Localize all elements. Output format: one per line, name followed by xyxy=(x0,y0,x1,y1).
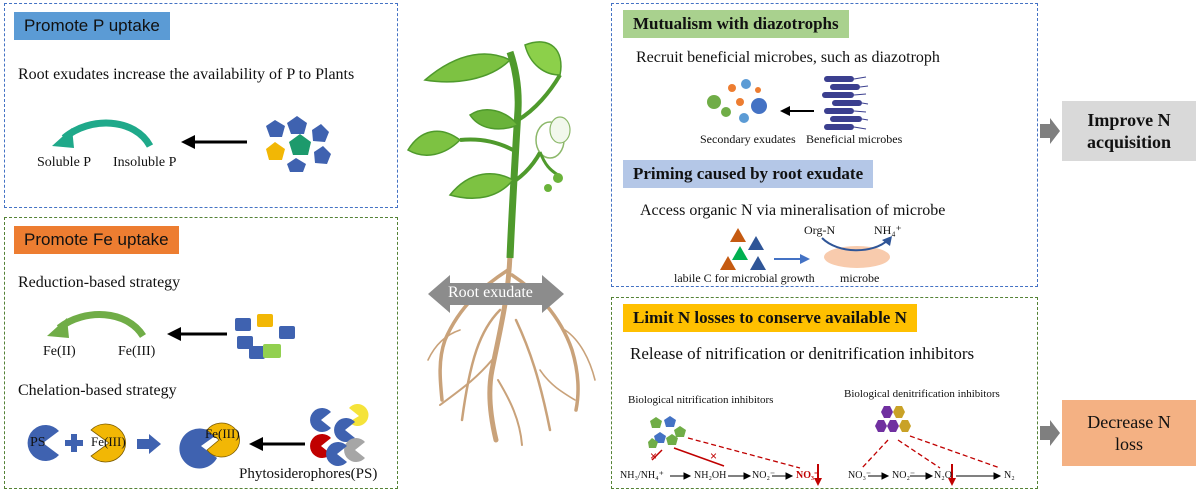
limit-n-title: Limit N losses to conserve available N xyxy=(623,304,917,332)
priming-title: Priming caused by root exudate xyxy=(623,160,874,188)
root-exudate-double-arrow xyxy=(428,275,564,313)
p-uptake-title: Promote P uptake xyxy=(14,12,170,40)
nh4-label: NH₄⁺ xyxy=(874,223,902,237)
insoluble-p-cluster-icon xyxy=(266,116,331,172)
improve-arrow xyxy=(1040,118,1060,144)
decrease-arrow xyxy=(1040,420,1060,446)
nh2oh-label: NH₂OH xyxy=(694,470,727,481)
n-acquisition-panel: Mutualism with diazotrophs Recruit benef… xyxy=(611,3,1038,287)
improve-n-box: Improve N acquisition xyxy=(1062,101,1196,161)
inhibition-lines: × × xyxy=(650,435,1002,486)
phytosiderophore-cluster-icon xyxy=(310,404,369,466)
n2o-label: N₂O xyxy=(934,470,952,481)
limit-n-description: Release of nitrification or denitrificat… xyxy=(630,344,975,363)
beneficial-microbes-icon xyxy=(822,76,869,130)
reduction-strategy-title: Reduction-based strategy xyxy=(18,274,181,291)
block-mark-2: × xyxy=(710,449,717,463)
microbe-ellipse-icon xyxy=(824,246,890,268)
decrease-n-box: Decrease N loss xyxy=(1062,400,1196,466)
secondary-exudates-icon xyxy=(707,79,767,123)
priming-right-arrow xyxy=(774,254,810,264)
fe3-chelate-label-b: Fe(III) xyxy=(205,426,240,441)
chelate-complex-icon xyxy=(179,422,240,469)
plant-illustration xyxy=(406,41,596,446)
labile-c-triangles-icon xyxy=(720,228,766,270)
mutualism-title: Mutualism with diazotrophs xyxy=(623,10,849,38)
bdi-hexagons-icon xyxy=(875,406,911,432)
labile-c-label: labile C for microbial growth xyxy=(674,271,815,285)
n2-label: N₂ xyxy=(1004,470,1015,481)
org-n-label: Org-N xyxy=(804,223,836,237)
fe-reduction-left-arrow xyxy=(167,327,227,341)
p-uptake-panel: Promote P uptake Root exudates increase … xyxy=(4,3,398,208)
limit-n-loss-panel: Limit N losses to conserve available N R… xyxy=(611,297,1038,489)
fe-squares-icon xyxy=(235,314,295,359)
improve-n-label: Improve N acquisition xyxy=(1086,110,1172,152)
nh3-label: NH₃/NH₄⁺ xyxy=(620,470,664,481)
insoluble-p-label: Insoluble P xyxy=(113,155,177,170)
priming-description: Access organic N via mineralisation of m… xyxy=(640,202,946,219)
bni-pentagons-icon xyxy=(648,416,686,448)
fe3-pacman-icon xyxy=(90,423,126,463)
microbe-label: microbe xyxy=(840,271,880,285)
bni-label: Biological nitrification inhibitors xyxy=(628,394,774,406)
ps-pacman-icon xyxy=(27,425,59,461)
reduction-curve-arrow xyxy=(47,311,146,339)
soluble-curve-arrow xyxy=(52,119,154,148)
secondary-exudates-label: Secondary exudates xyxy=(700,132,796,146)
chelation-right-arrow xyxy=(137,434,161,454)
no3-label-b: NO₃⁻ xyxy=(848,470,872,481)
no2-label-b: NO₂⁻ xyxy=(892,470,916,481)
fe2-label: Fe(II) xyxy=(43,344,76,359)
chelation-left-arrow xyxy=(249,437,305,451)
fe3-chelate-label-a: Fe(III) xyxy=(91,434,126,449)
mutualism-left-arrow xyxy=(780,106,814,116)
plus-icon xyxy=(65,434,83,452)
fe-uptake-title: Promote Fe uptake xyxy=(14,226,179,254)
block-mark-1: × xyxy=(650,449,657,463)
ps-label: PS xyxy=(30,435,46,450)
decrease-n-label: Decrease N loss xyxy=(1087,412,1171,454)
no2-label-a: NO₂⁻ xyxy=(752,470,776,481)
p-uptake-description: Root exudates increase the availability … xyxy=(18,66,355,83)
mutualism-description: Recruit beneficial microbes, such as dia… xyxy=(636,49,940,66)
mineralisation-curve-arrow xyxy=(821,236,892,252)
fe3-label: Fe(III) xyxy=(118,344,156,359)
no3-label-a: NO₃⁻ xyxy=(796,470,820,481)
fe-uptake-panel: Promote Fe uptake Reduction-based strate… xyxy=(4,217,398,489)
phytosiderophores-label: Phytosiderophores(PS) xyxy=(239,466,378,482)
chelation-strategy-title: Chelation-based strategy xyxy=(18,382,177,399)
root-exudate-label: Root exudate xyxy=(448,284,533,301)
bdi-label: Biological denitrification inhibitors xyxy=(844,388,1000,400)
p-left-arrow xyxy=(181,135,247,149)
beneficial-microbes-label: Beneficial microbes xyxy=(806,132,903,146)
soluble-p-label: Soluble P xyxy=(37,155,92,170)
